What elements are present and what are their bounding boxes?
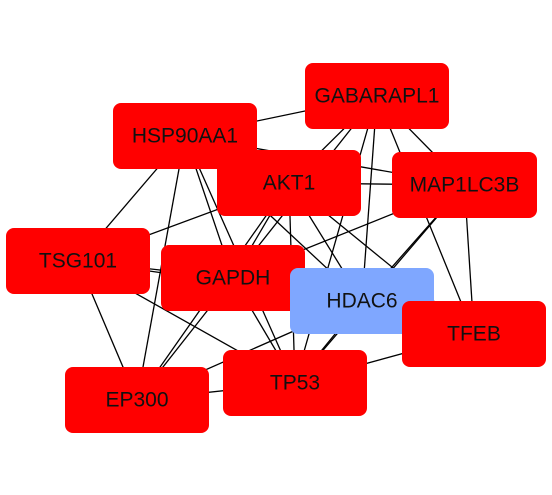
node-box-tfeb[interactable] [402, 301, 546, 367]
node-map1lc3b[interactable]: MAP1LC3B [392, 152, 537, 218]
node-box-hdac6[interactable] [290, 268, 434, 334]
node-gapdh[interactable]: GAPDH [161, 245, 305, 311]
node-box-akt1[interactable] [217, 150, 361, 216]
node-box-tsg101[interactable] [6, 228, 150, 294]
node-box-gapdh[interactable] [161, 245, 305, 311]
node-ep300[interactable]: EP300 [65, 367, 209, 433]
node-label-hdac6: HDAC6 [326, 290, 397, 313]
node-label-hsp90aa1: HSP90AA1 [132, 125, 238, 148]
node-akt1[interactable]: AKT1 [217, 150, 361, 216]
node-tsg101[interactable]: TSG101 [6, 228, 150, 294]
node-box-ep300[interactable] [65, 367, 209, 433]
node-label-gabarapl1: GABARAPL1 [315, 85, 440, 108]
edge-gabarapl1-tp53 [294, 95, 378, 384]
node-box-tp53[interactable] [223, 350, 367, 416]
node-tp53[interactable]: TP53 [223, 350, 367, 416]
edge-gabarapl1-hdac6 [361, 95, 378, 302]
node-gabarapl1[interactable]: GABARAPL1 [305, 63, 449, 129]
node-label-tfeb: TFEB [447, 323, 501, 346]
node-label-map1lc3b: MAP1LC3B [410, 174, 520, 197]
node-box-gabarapl1[interactable] [305, 63, 449, 129]
node-hdac6[interactable]: HDAC6 [290, 268, 434, 334]
node-tfeb[interactable]: TFEB [402, 301, 546, 367]
node-label-gapdh: GAPDH [196, 267, 271, 290]
node-box-map1lc3b[interactable] [392, 152, 537, 218]
node-label-tp53: TP53 [270, 372, 320, 395]
node-label-tsg101: TSG101 [39, 250, 117, 273]
node-label-ep300: EP300 [105, 389, 168, 412]
node-label-akt1: AKT1 [263, 172, 316, 195]
